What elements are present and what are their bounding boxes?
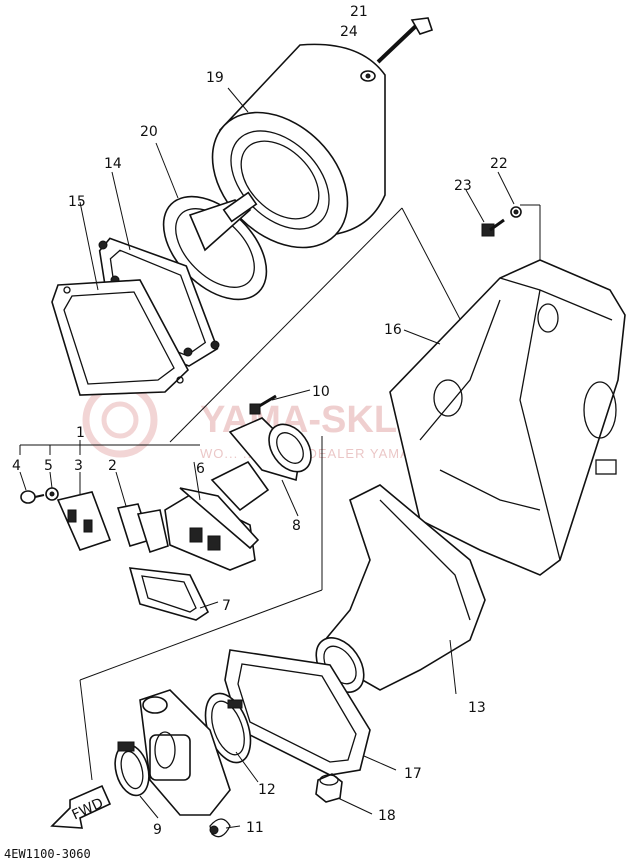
carburetor bbox=[139, 689, 231, 816]
part-23-bolt bbox=[481, 218, 505, 237]
callout-21: 21 bbox=[350, 4, 368, 20]
part-3-reed-stopper bbox=[56, 491, 112, 551]
callout-13: 13 bbox=[468, 700, 486, 716]
callout-3: 3 bbox=[74, 458, 83, 474]
watermark-logo-icon bbox=[82, 382, 158, 458]
part-10-bolt bbox=[249, 394, 277, 415]
part-13-intake-joint bbox=[315, 484, 486, 693]
callout-22: 22 bbox=[490, 156, 508, 172]
callout-11: 11 bbox=[246, 820, 264, 836]
part-6-reed-valve bbox=[164, 487, 260, 571]
part-24-washer bbox=[360, 70, 376, 82]
callout-19: 19 bbox=[206, 70, 224, 86]
part-4-screw bbox=[20, 490, 45, 504]
callout-4: 4 bbox=[12, 458, 21, 474]
callout-12: 12 bbox=[258, 782, 276, 798]
callout-16: 16 bbox=[384, 322, 402, 338]
fwd-arrow-icon: FWD bbox=[50, 784, 112, 829]
callouts: 1 2 3 4 5 6 7 8 9 10 11 12 13 14 15 16 1… bbox=[12, 4, 508, 838]
callout-2: 2 bbox=[108, 458, 117, 474]
part-17-gasket bbox=[224, 649, 371, 776]
part-22-washer bbox=[510, 206, 522, 218]
callout-8: 8 bbox=[292, 518, 301, 534]
callout-17: 17 bbox=[404, 766, 422, 782]
callout-23: 23 bbox=[454, 178, 472, 194]
part-11-hose-clip bbox=[209, 818, 231, 838]
callout-15: 15 bbox=[68, 194, 86, 210]
callout-24: 24 bbox=[340, 24, 358, 40]
part-5-washer bbox=[45, 487, 59, 501]
part-9-clamp bbox=[114, 741, 150, 797]
callout-leaders bbox=[19, 87, 515, 829]
callout-20: 20 bbox=[140, 124, 158, 140]
callout-10: 10 bbox=[312, 384, 330, 400]
callout-7: 7 bbox=[222, 598, 231, 614]
part-16-air-filter-case bbox=[389, 259, 626, 576]
callout-1: 1 bbox=[76, 425, 85, 441]
diagram-code: 4EW1100-3060 bbox=[4, 847, 91, 861]
part-8-manifold bbox=[210, 417, 312, 512]
callout-5: 5 bbox=[44, 458, 53, 474]
leader-lines bbox=[19, 204, 541, 781]
callout-9: 9 bbox=[153, 822, 162, 838]
callout-18: 18 bbox=[378, 808, 396, 824]
part-7-gasket bbox=[128, 567, 210, 621]
part-2-reed-plates bbox=[116, 503, 169, 554]
part-15-gasket bbox=[51, 279, 189, 396]
watermark-dealer: WO... ...WICZ | DEALER YAMAHA bbox=[200, 446, 430, 461]
callout-6: 6 bbox=[196, 461, 205, 477]
part-21-bolt bbox=[376, 17, 434, 64]
part-18-nut bbox=[315, 773, 343, 803]
callout-14: 14 bbox=[104, 156, 122, 172]
